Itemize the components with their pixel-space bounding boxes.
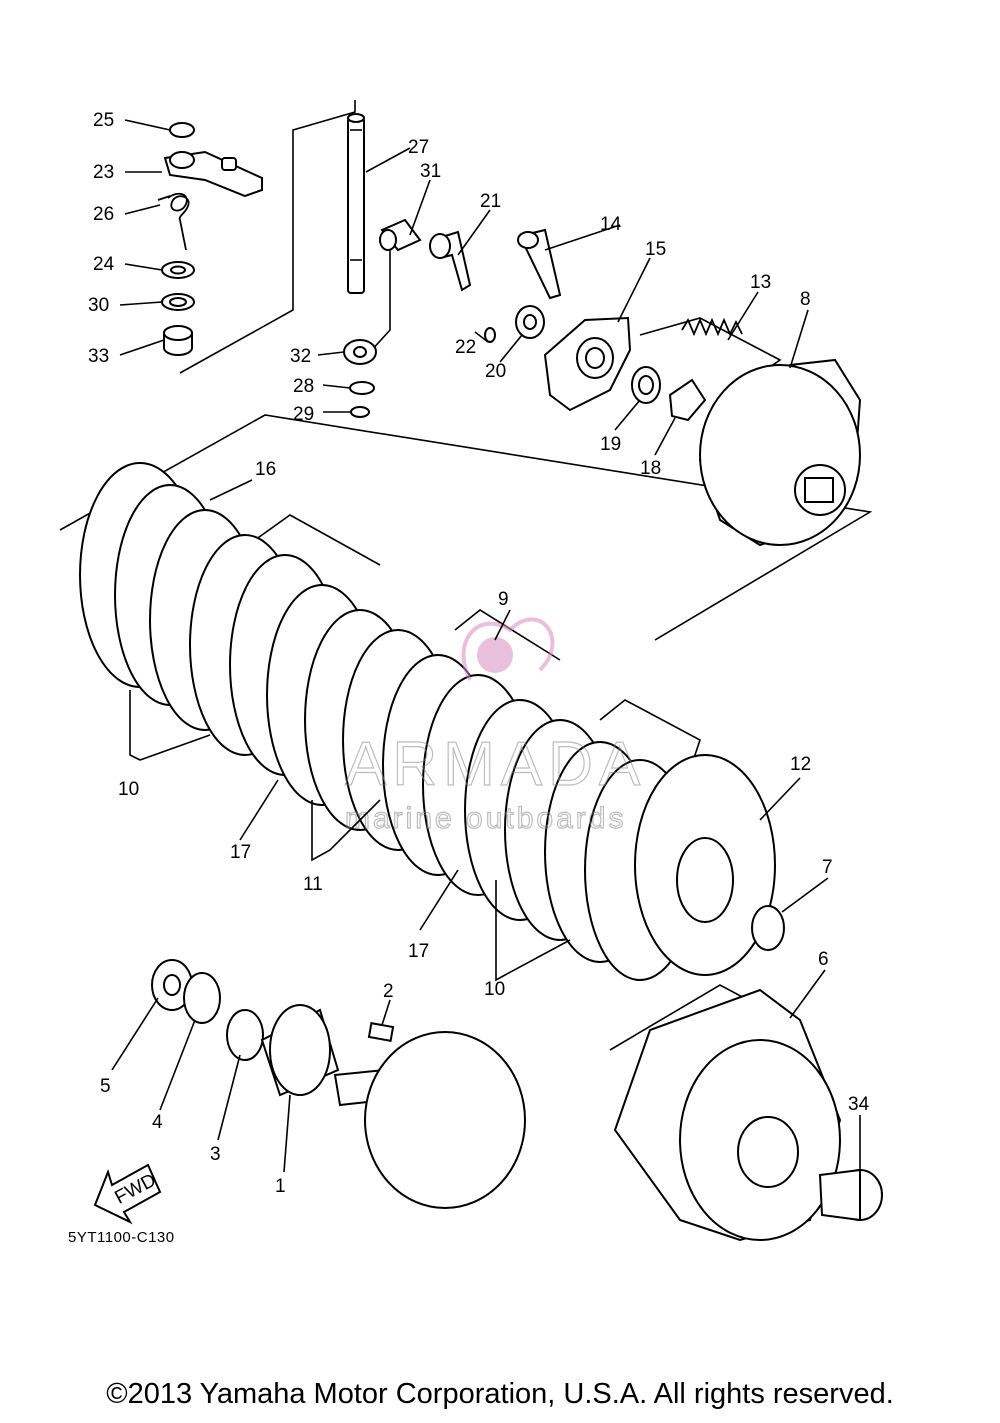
- callout-14: 14: [600, 214, 622, 235]
- callout-7: 7: [822, 857, 833, 878]
- pressure-plate: [634, 754, 785, 976]
- callout-16: 16: [255, 459, 276, 480]
- callout-5: 5: [100, 1076, 111, 1097]
- leader-lines: [111, 119, 861, 1173]
- clutch-housing: [613, 988, 883, 1242]
- callout-1: 1: [275, 1176, 286, 1197]
- callout-22: 22: [455, 337, 476, 358]
- callout-30: 30: [88, 295, 109, 316]
- callout-17-b: 17: [408, 941, 429, 962]
- callout-13: 13: [750, 272, 771, 293]
- shift-lever-parts: [157, 122, 263, 356]
- watermark: ARMADA marine outboards: [344, 617, 646, 836]
- callout-31: 31: [420, 161, 441, 182]
- watermark-tagline: marine outboards: [345, 802, 626, 835]
- callout-23: 23: [93, 162, 114, 183]
- callout-17-a: 17: [230, 842, 251, 863]
- callout-4: 4: [152, 1112, 163, 1133]
- fwd-arrow-icon: FWD: [93, 1163, 162, 1225]
- watermark-brand: ARMADA: [345, 730, 646, 799]
- callout-8: 8: [800, 289, 811, 310]
- callout-12: 12: [790, 754, 811, 775]
- callout-10-b: 10: [484, 979, 505, 1000]
- callout-24: 24: [93, 254, 115, 275]
- callout-26: 26: [93, 204, 114, 225]
- primary-drive-parts: [151, 959, 526, 1209]
- push-rod-assembly: [343, 113, 422, 418]
- callout-10-a: 10: [118, 779, 139, 800]
- clutch-boss-group: [631, 317, 862, 547]
- callout-19: 19: [600, 434, 621, 455]
- callout-3: 3: [210, 1144, 221, 1165]
- callout-28: 28: [293, 376, 314, 397]
- callout-33: 33: [88, 346, 109, 367]
- callout-labels: 1 2 3 4 5 6 7 8 9 10 10 11 12 13 14 15 1…: [88, 110, 870, 1197]
- callout-25: 25: [93, 110, 114, 131]
- callout-27: 27: [408, 137, 429, 158]
- clutch-plate-stack: [79, 462, 696, 981]
- callout-18: 18: [640, 458, 661, 479]
- copyright-notice: ©2013 Yamaha Motor Corporation, U.S.A. A…: [106, 1378, 894, 1410]
- callout-2: 2: [383, 981, 394, 1002]
- callout-21: 21: [480, 191, 501, 212]
- callout-11: 11: [303, 874, 323, 895]
- part-code: 5YT1100-C130: [68, 1229, 175, 1246]
- callout-6: 6: [818, 949, 829, 970]
- callout-20: 20: [485, 361, 506, 382]
- callout-9: 9: [498, 589, 509, 610]
- callout-29: 29: [293, 404, 314, 425]
- callout-15: 15: [645, 239, 666, 260]
- callout-34: 34: [848, 1094, 870, 1115]
- callout-32: 32: [290, 346, 311, 367]
- release-mechanism: [429, 228, 632, 412]
